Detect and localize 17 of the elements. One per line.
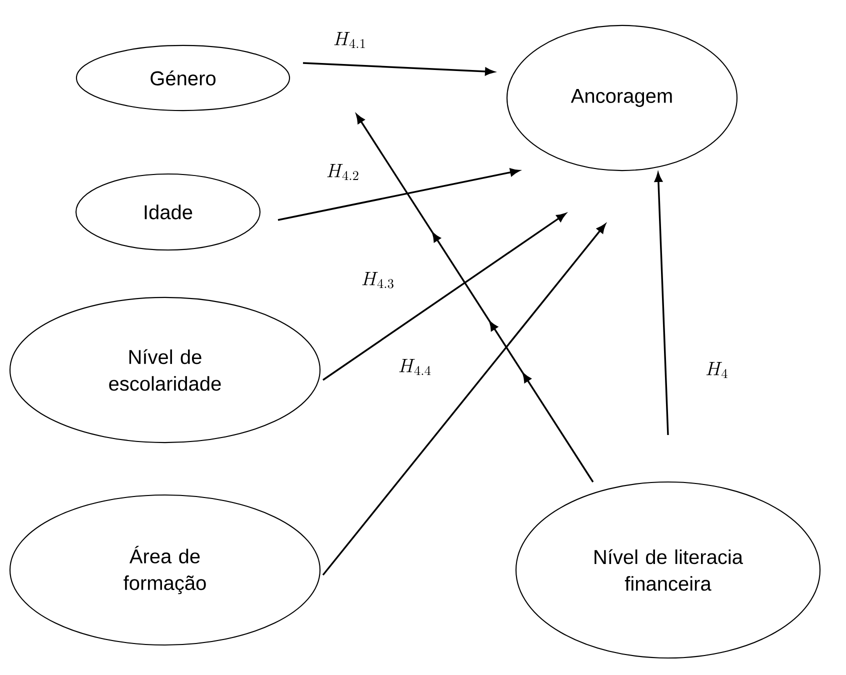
ellipse-node: Nível de escolaridade: [9, 296, 321, 444]
edge-label: $H_{4.2}$: [325, 162, 361, 182]
edge-label: $H_{4.1}$: [332, 30, 368, 50]
edge-label: $H_{4.4}$: [397, 358, 433, 376]
arrow: [302, 62, 494, 76]
edge-label: $H_{4.3}$: [360, 270, 396, 290]
ellipse-node: Idade: [75, 173, 261, 251]
ellipse-node: Área de formação: [9, 494, 321, 646]
arrow: [322, 213, 566, 381]
arrow: [278, 168, 520, 221]
ellipse-node: Nível de literacia financeira: [515, 481, 821, 659]
arrow: [322, 224, 606, 576]
edge-label: $H_4$: [704, 360, 730, 380]
arrow: [654, 172, 669, 436]
moderation-arrow: [356, 114, 594, 482]
ellipse-node: Género: [76, 44, 290, 112]
ellipse-node: Ancoragem: [506, 24, 738, 172]
